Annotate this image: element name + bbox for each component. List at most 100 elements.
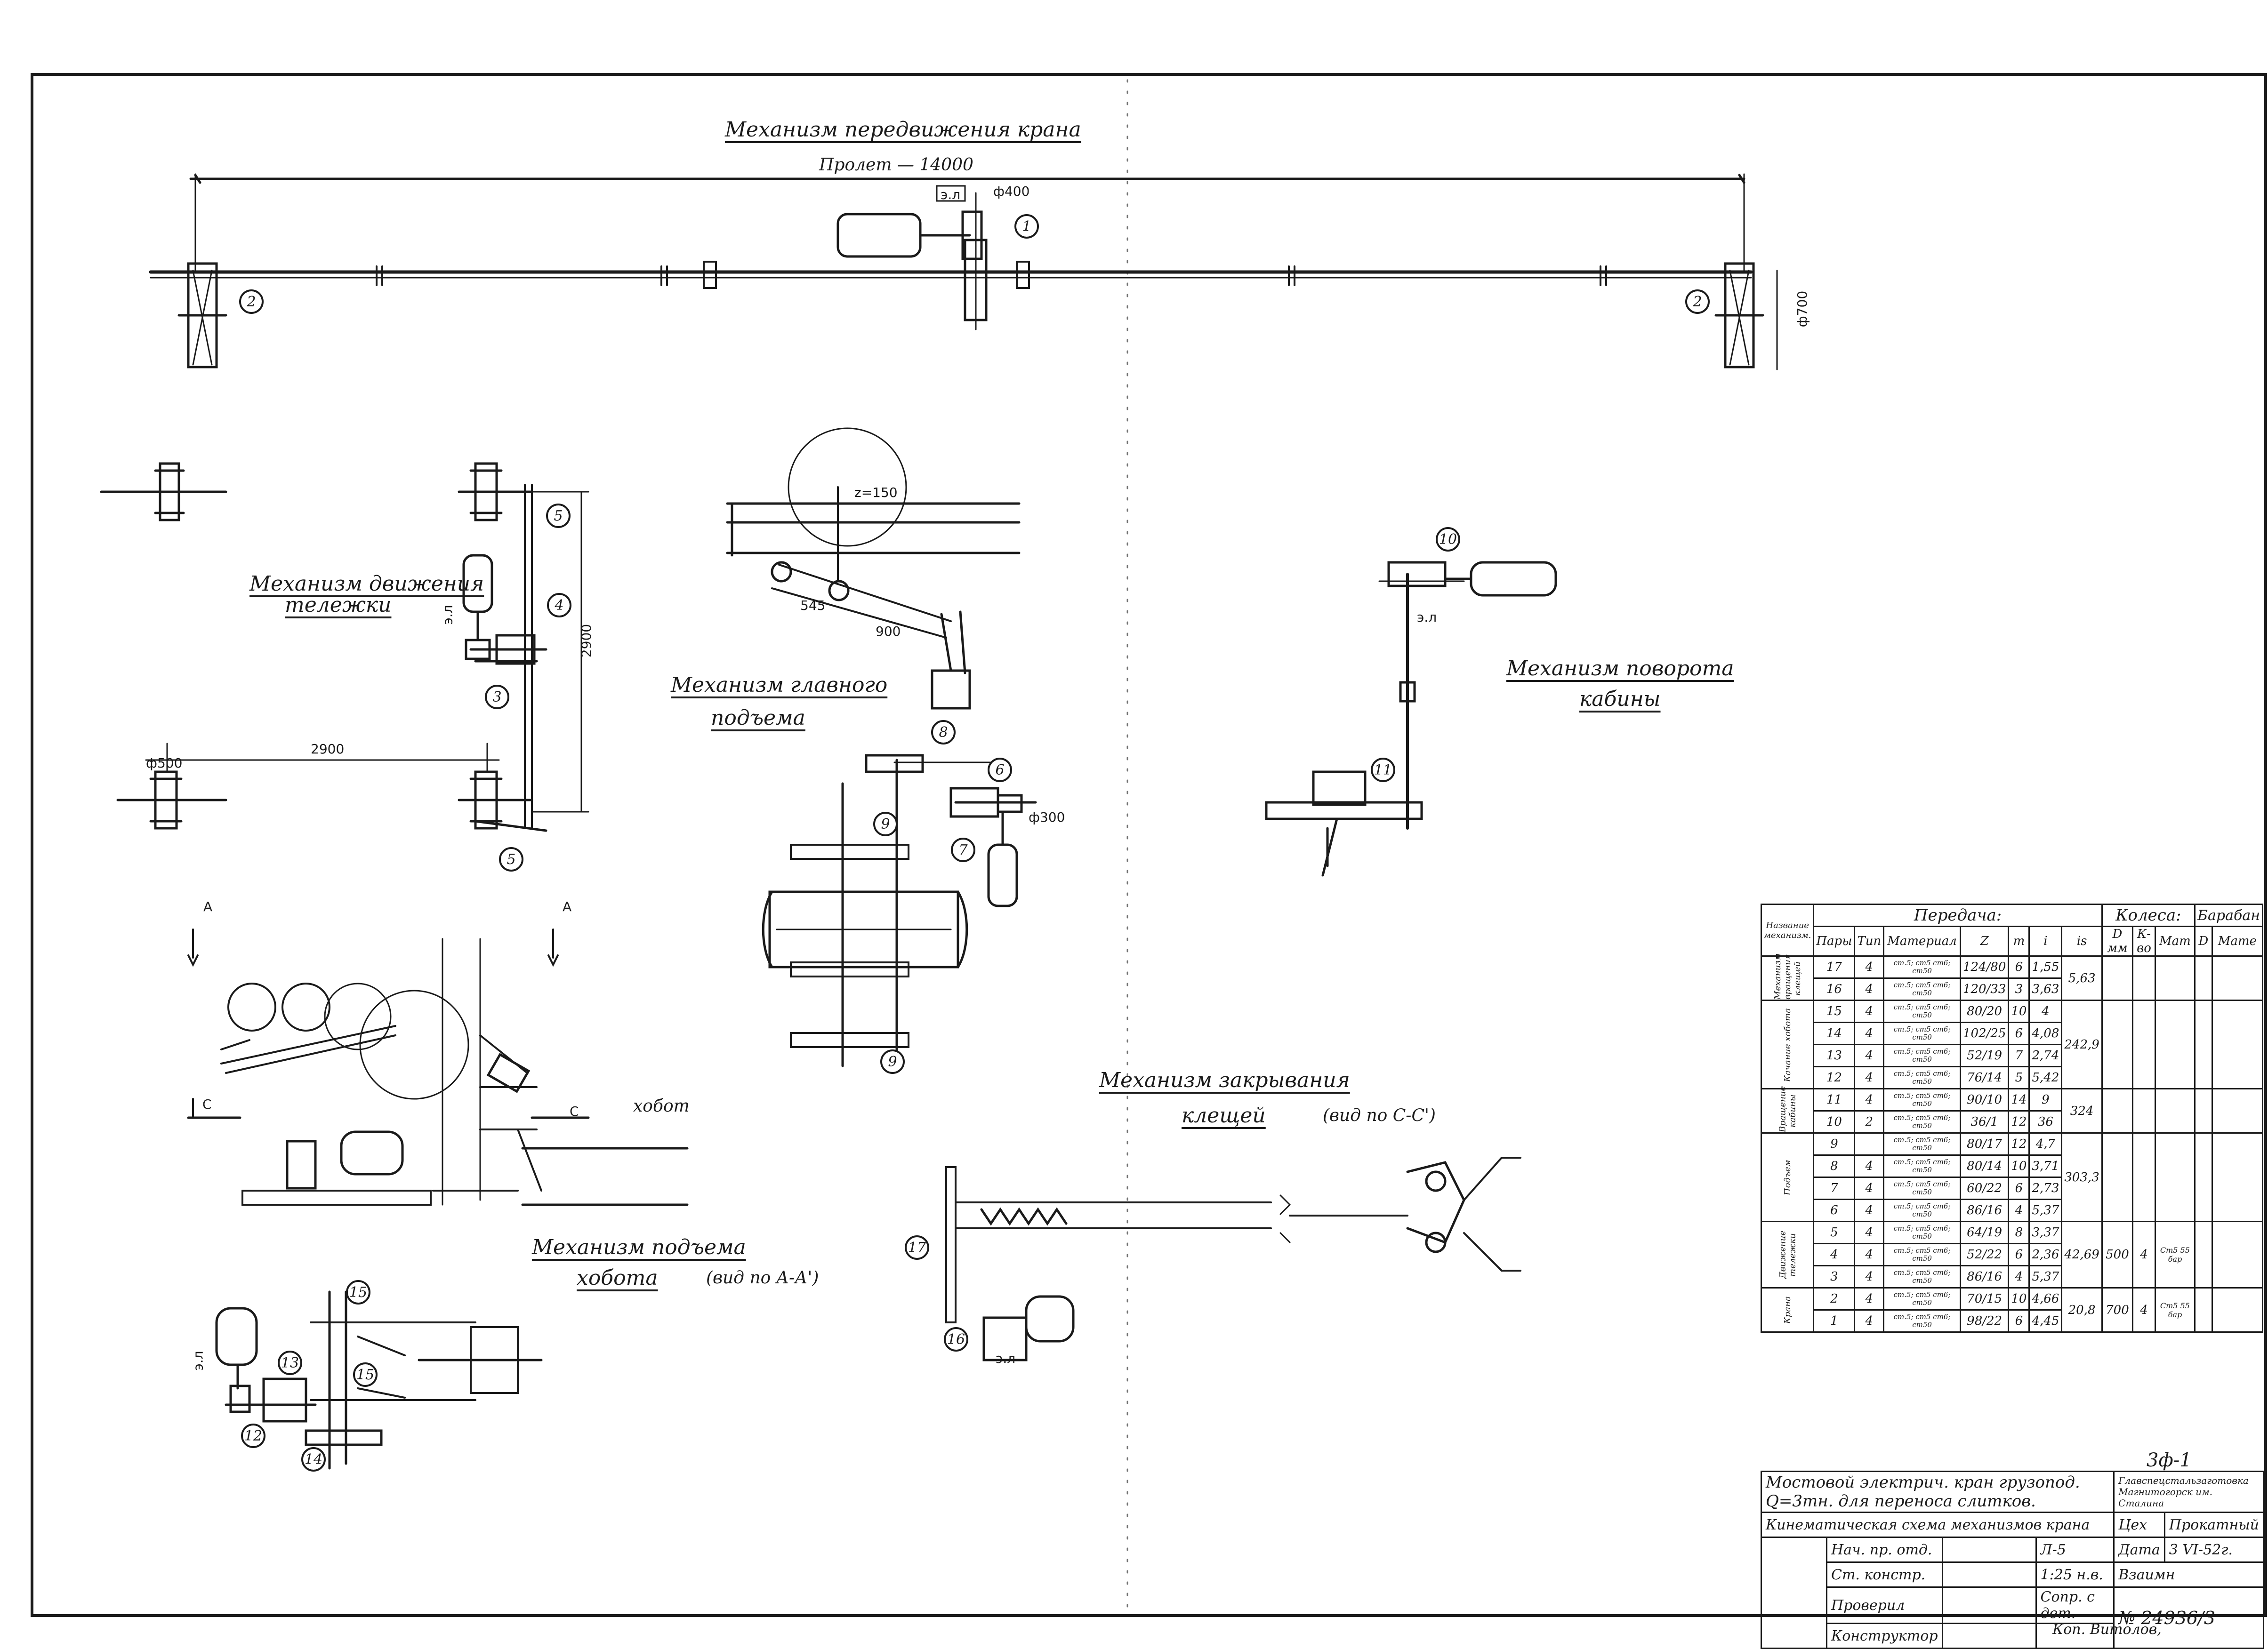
label-boom: хобот xyxy=(633,1097,690,1116)
dim-el-3: э.л xyxy=(1417,609,1437,625)
spec-type: 4 xyxy=(1854,1221,1885,1244)
spec-type: 4 xyxy=(1854,1177,1885,1200)
spec-i: 3,37 xyxy=(2028,1221,2063,1244)
title-trolley-line1: Механизм движения xyxy=(249,572,484,596)
title-boom-hoist-line1: Механизм подъема xyxy=(532,1235,746,1259)
spec-drum-d xyxy=(2194,1287,2213,1333)
spec-wheel-mat xyxy=(2154,955,2196,1001)
spec-z: 76/14 xyxy=(1959,1066,2010,1089)
hdr-m: m xyxy=(2008,926,2030,957)
spec-pair: 3 xyxy=(1813,1265,1856,1289)
spec-z: 124/80 xyxy=(1959,955,2010,979)
spec-material: ст.5; ст5 ст6; ст50 xyxy=(1883,1022,1961,1045)
hdr-drum: Барабан xyxy=(2194,904,2264,927)
spec-i: 2,74 xyxy=(2028,1044,2063,1067)
drawing-frame xyxy=(31,73,2267,1617)
spec-i: 4,45 xyxy=(2028,1309,2063,1333)
hdr-count: К-во xyxy=(2132,926,2156,957)
cabin-rotation-mechanism xyxy=(1265,561,1557,877)
dim-el-4: э.л xyxy=(996,1351,1016,1366)
dim-d700: ф700 xyxy=(1794,290,1810,328)
tb-dept-value: Прокатный xyxy=(2163,1512,2265,1538)
spec-m: 6 xyxy=(2008,955,2030,979)
spec-group-name: Механизм вращения клещей xyxy=(1761,953,1814,1001)
spec-material: ст.5; ст5 ст6; ст50 xyxy=(1883,1110,1961,1134)
tb-author: Взаимн xyxy=(2113,1561,2264,1588)
spec-i: 2,36 xyxy=(2028,1243,2063,1266)
spec-drum-d xyxy=(2194,955,2213,1001)
balloon-2-right: 2 xyxy=(1685,289,1710,314)
spec-wheel-d xyxy=(2101,1132,2134,1222)
dim-d400: ф400 xyxy=(993,184,1030,199)
tongs-view: (вид по С-С') xyxy=(1323,1106,1436,1125)
balloon-15-mid: 15 xyxy=(353,1362,378,1387)
section-markers xyxy=(188,929,559,1118)
spec-wheel-count xyxy=(2132,1132,2156,1222)
spec-pair: 6 xyxy=(1813,1199,1856,1222)
spec-wheel-mat xyxy=(2154,1000,2196,1089)
tb-role-4: Конструктор xyxy=(1826,1623,1943,1649)
hdr-transmission: Передача: xyxy=(1813,904,2103,927)
spec-i: 5,37 xyxy=(2028,1265,2063,1289)
spec-m: 4 xyxy=(2008,1199,2030,1222)
spec-pair: 17 xyxy=(1813,955,1856,979)
spec-i: 36 xyxy=(2028,1110,2063,1134)
spec-type: 4 xyxy=(1854,1000,1885,1023)
boom-hoist-side-view xyxy=(187,938,689,1206)
spec-material: ст.5; ст5 ст6; ст50 xyxy=(1883,1154,1961,1178)
spec-wheel-mat: Ст5 55 бар xyxy=(2154,1287,2196,1333)
spec-type: 4 xyxy=(1854,1088,1885,1112)
spec-z: 36/1 xyxy=(1959,1110,2010,1134)
tb-sheet: Л-5 xyxy=(2035,1537,2115,1563)
spec-z: 86/16 xyxy=(1959,1265,2010,1289)
spec-wheel-count: 4 xyxy=(2132,1287,2156,1333)
spec-pair: 1 xyxy=(1813,1309,1856,1333)
spec-pair: 7 xyxy=(1813,1177,1856,1200)
spec-drum-d xyxy=(2194,1221,2213,1289)
balloon-16: 16 xyxy=(944,1327,968,1352)
spec-z: 80/17 xyxy=(1959,1132,2010,1156)
hdr-wheels: Колеса: xyxy=(2101,904,2196,927)
balloon-15-top: 15 xyxy=(346,1280,370,1305)
tb-org: Главспецстальзаготовка Магнитогорск им. … xyxy=(2113,1471,2264,1513)
tb-date: 3 VI-52г. xyxy=(2163,1537,2265,1563)
spec-drum-mat xyxy=(2211,1132,2264,1222)
spec-m: 3 xyxy=(2008,977,2030,1001)
balloon-12: 12 xyxy=(241,1424,265,1448)
spec-wheel-mat: Ст5 55 бар xyxy=(2154,1221,2196,1289)
spec-z: 120/33 xyxy=(1959,977,2010,1001)
tb-cross: Сопр. с дет. xyxy=(2035,1586,2115,1624)
balloon-9-lower: 9 xyxy=(880,1049,905,1074)
tb-role-3: Проверил xyxy=(1826,1586,1943,1624)
balloon-11: 11 xyxy=(1371,758,1395,782)
spec-type: 4 xyxy=(1854,1022,1885,1045)
spec-material: ст.5; ст5 ст6; ст50 xyxy=(1883,1088,1961,1112)
spec-material: ст.5; ст5 ст6; ст50 xyxy=(1883,955,1961,979)
hdr-type: Тип xyxy=(1854,926,1885,957)
tb-number: № 24936/3 xyxy=(2113,1586,2264,1649)
dim-2900-vertical: 2900 xyxy=(579,624,595,658)
spec-m: 12 xyxy=(2008,1110,2030,1134)
span-dimension: Пролет — 14000 xyxy=(819,155,973,175)
spec-i: 4,66 xyxy=(2028,1287,2063,1311)
spec-i: 5,37 xyxy=(2028,1199,2063,1222)
spec-pair: 2 xyxy=(1813,1287,1856,1311)
spec-header-row-1: Название механизм. Передача: Колеса: Бар… xyxy=(1760,904,2264,957)
spec-m: 5 xyxy=(2008,1066,2030,1089)
dim-d500: ф500 xyxy=(146,755,183,771)
copied-by: Коп. Витолов, xyxy=(2052,1621,2162,1638)
title-block: Мостовой электрич. кран грузопод. Q=3тн.… xyxy=(1760,1471,2265,1649)
spec-group-name: Подъем xyxy=(1761,1133,1814,1222)
spec-i: 4,08 xyxy=(2028,1022,2063,1045)
spec-type: 4 xyxy=(1854,1044,1885,1067)
balloon-5-bottom: 5 xyxy=(499,847,523,872)
spec-pair: 16 xyxy=(1813,977,1856,1001)
spec-group-name: Вращение кабины xyxy=(1761,1086,1814,1133)
spec-wheel-d xyxy=(2101,955,2134,1001)
spec-m: 7 xyxy=(2008,1044,2030,1067)
section-c-right: С xyxy=(570,1104,579,1119)
